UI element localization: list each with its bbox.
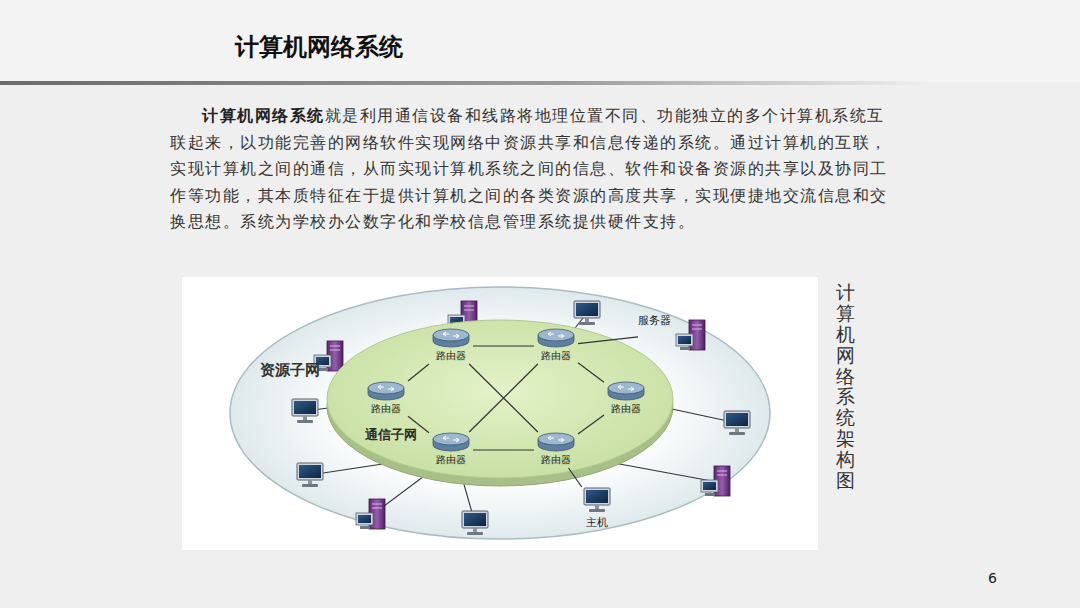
figure-panel	[182, 277, 818, 550]
network-link	[569, 468, 582, 487]
router-node: 路由器	[429, 328, 473, 364]
node-label: 路由器	[436, 453, 466, 467]
router-symbol	[433, 433, 469, 451]
router-icon	[536, 432, 576, 452]
host-icon	[462, 511, 488, 535]
host-node: 主机	[580, 487, 614, 531]
router-node: 路由器	[534, 432, 578, 468]
header-rule	[0, 81, 930, 85]
vertical-caption: 计算机网络系统架构图	[836, 282, 855, 491]
node-label: 资源子网	[260, 361, 320, 380]
router-symbol	[538, 329, 574, 347]
host-icon	[724, 411, 750, 435]
router-symbol	[608, 382, 644, 400]
body-lead: 计算机网络系统	[202, 106, 325, 125]
body-paragraph: 计算机网络系统就是利用通信设备和线路将地理位置不同、功能独立的多个计算机系统互联…	[170, 103, 894, 236]
router-icon	[606, 381, 646, 401]
server-icon	[675, 319, 709, 353]
router-icon	[366, 381, 406, 401]
network-link	[578, 337, 638, 344]
network-link	[473, 449, 534, 450]
network-link	[578, 415, 604, 434]
node-label: 路由器	[611, 402, 641, 416]
slide-title: 计算机网络系统	[235, 31, 403, 63]
server-icon	[701, 466, 730, 496]
host-icon	[582, 487, 612, 513]
host-icon	[292, 399, 318, 423]
network-link	[469, 364, 538, 432]
node-label: 路由器	[436, 349, 466, 363]
monitor-symbol	[584, 488, 610, 512]
router-icon	[431, 432, 471, 452]
node-label: 路由器	[541, 349, 571, 363]
server-icon	[356, 499, 385, 529]
node-label: 路由器	[541, 453, 571, 467]
header-band	[0, 0, 1080, 82]
router-symbol	[433, 329, 469, 347]
resource-subnet-region: 资源子网通信子网路由器路由器路由器路由器路由器路由器服务器主机	[228, 285, 772, 541]
router-icon	[536, 328, 576, 348]
network-link	[473, 345, 534, 346]
router-node: 路由器	[604, 381, 648, 417]
network-link	[469, 364, 538, 432]
router-symbol	[368, 382, 404, 400]
router-icon	[431, 328, 471, 348]
outer-ellipse-shape	[230, 287, 770, 539]
router-node: 路由器	[534, 328, 578, 364]
router-symbol	[538, 433, 574, 451]
communication-subnet-region: 通信子网路由器路由器路由器路由器路由器路由器	[325, 318, 675, 490]
router-node: 路由器	[429, 432, 473, 468]
router-node: 路由器	[364, 381, 408, 417]
node-label: 主机	[586, 515, 608, 530]
network-link	[578, 363, 604, 383]
inner-ellipse-shape	[327, 320, 673, 478]
network-link	[408, 364, 429, 381]
host-icon	[297, 463, 323, 487]
node-label: 路由器	[371, 402, 401, 416]
node-label: 服务器	[638, 313, 671, 328]
host-icon	[574, 301, 600, 325]
page-number: 6	[988, 570, 997, 586]
network-link	[408, 416, 429, 432]
server-symbol	[676, 320, 705, 350]
server-node: 服务器	[638, 313, 709, 353]
node-label: 通信子网	[365, 426, 417, 444]
